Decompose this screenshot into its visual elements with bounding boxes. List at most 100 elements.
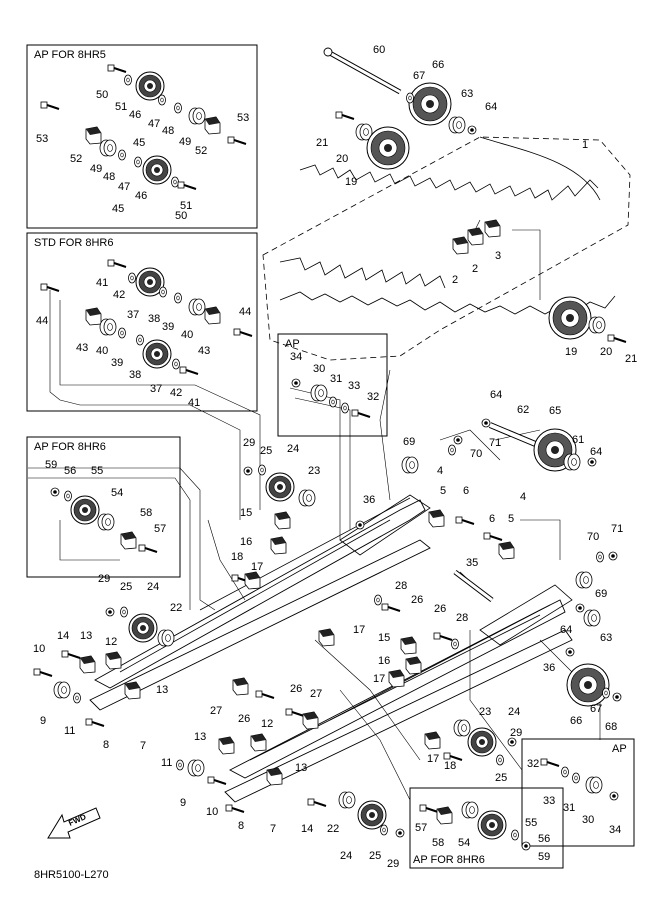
collar-23 (298, 489, 316, 507)
callout: 64 (490, 389, 502, 401)
nut-36 (355, 520, 365, 530)
callout: 53 (237, 112, 249, 124)
callout: 6 (489, 513, 495, 525)
wheel-24b (128, 613, 158, 643)
callout: 69 (595, 588, 607, 600)
spacer-38 (159, 286, 167, 298)
callout: 71 (489, 437, 501, 449)
callout: 39 (162, 321, 174, 333)
callout: 37 (150, 383, 162, 395)
bracket-13b (124, 681, 141, 700)
slider-2 (452, 236, 469, 255)
callout: 56 (64, 465, 76, 477)
washer-51 (124, 74, 132, 86)
callout: 25 (120, 581, 132, 593)
callout: 15 (378, 632, 390, 644)
callout: 42 (170, 387, 182, 399)
collar-23b (453, 719, 471, 737)
callout: 30 (313, 363, 325, 375)
idler-wheel-66b (566, 663, 610, 707)
callout: 40 (96, 345, 108, 357)
bolt-21 (335, 111, 355, 120)
callout: 59 (538, 851, 550, 863)
callout: 10 (33, 643, 45, 655)
callout: 21 (316, 137, 328, 149)
callout: 32 (367, 391, 379, 403)
bracket-58b (436, 806, 453, 825)
callout: 38 (129, 369, 141, 381)
callout: 20 (600, 346, 612, 358)
callout: 71 (611, 523, 623, 535)
callout: 68 (605, 721, 617, 733)
callout: 3 (495, 250, 501, 262)
collar-67b (602, 687, 610, 699)
callout: 7 (140, 740, 146, 752)
callout: 13 (80, 630, 92, 642)
collar-22b (338, 791, 356, 809)
nut-71b (608, 551, 618, 561)
callout: 44 (36, 315, 48, 327)
callout: 27 (310, 688, 322, 700)
box-label: STD FOR 8HR6 (34, 237, 113, 249)
wheel-37b (142, 339, 172, 369)
plate-17 (244, 571, 261, 590)
bolt-6b (483, 532, 503, 541)
callout: 1 (582, 139, 588, 151)
callout: 26 (290, 683, 302, 695)
wheel-24 (265, 472, 295, 502)
washer-39b (118, 327, 126, 339)
washer-42 (128, 272, 136, 284)
callout: 25 (495, 772, 507, 784)
callout: 42 (113, 289, 125, 301)
bolt-18b (443, 752, 463, 761)
washer-11 (73, 692, 81, 704)
callout: 51 (115, 101, 127, 113)
callout: 26 (434, 603, 446, 615)
callout: 45 (133, 137, 145, 149)
callout: 57 (415, 822, 427, 834)
washer-33 (341, 402, 349, 414)
washer-33b (561, 766, 569, 778)
callout: 38 (148, 313, 160, 325)
plate-17b (388, 669, 405, 688)
slider-2b (467, 227, 484, 246)
callout: 67 (413, 70, 425, 82)
block-15 (274, 511, 291, 530)
bolt-44b (40, 283, 60, 292)
washer-31 (329, 396, 337, 408)
callout: 21 (625, 353, 637, 365)
diagram-code: 8HR5100-L270 (34, 869, 109, 881)
callout: 66 (432, 59, 444, 71)
bolt-26 (381, 603, 401, 612)
callout: 26 (411, 594, 423, 606)
spacer-47b (134, 156, 142, 168)
callout: 15 (240, 507, 252, 519)
callout: 55 (525, 817, 537, 829)
callout: 27 (210, 705, 222, 717)
callout: 25 (260, 445, 272, 457)
plate-27 (232, 677, 249, 696)
callout: 48 (162, 125, 174, 137)
nut-59 (50, 487, 60, 497)
callout: 43 (76, 342, 88, 354)
callout: 29 (243, 437, 255, 449)
washer-28 (374, 594, 382, 606)
callout: 44 (239, 306, 251, 318)
callout: 46 (129, 109, 141, 121)
collar-67 (406, 92, 414, 104)
bolt-41b (179, 366, 199, 375)
callout: 41 (96, 277, 108, 289)
callout: 17 (353, 624, 365, 636)
idler-shaft-60 (323, 47, 402, 95)
callout: 49 (179, 136, 191, 148)
bolt-26c (255, 690, 275, 699)
bracket-13 (79, 655, 96, 674)
collar-69b (575, 571, 593, 589)
block-15b (400, 636, 417, 655)
box-ap-8hr6-bottom: AP FOR 8HR6 (409, 787, 564, 869)
callout: 5 (440, 485, 446, 497)
collar-69 (401, 456, 419, 474)
callout: 45 (112, 203, 124, 215)
roller-9 (53, 681, 71, 699)
